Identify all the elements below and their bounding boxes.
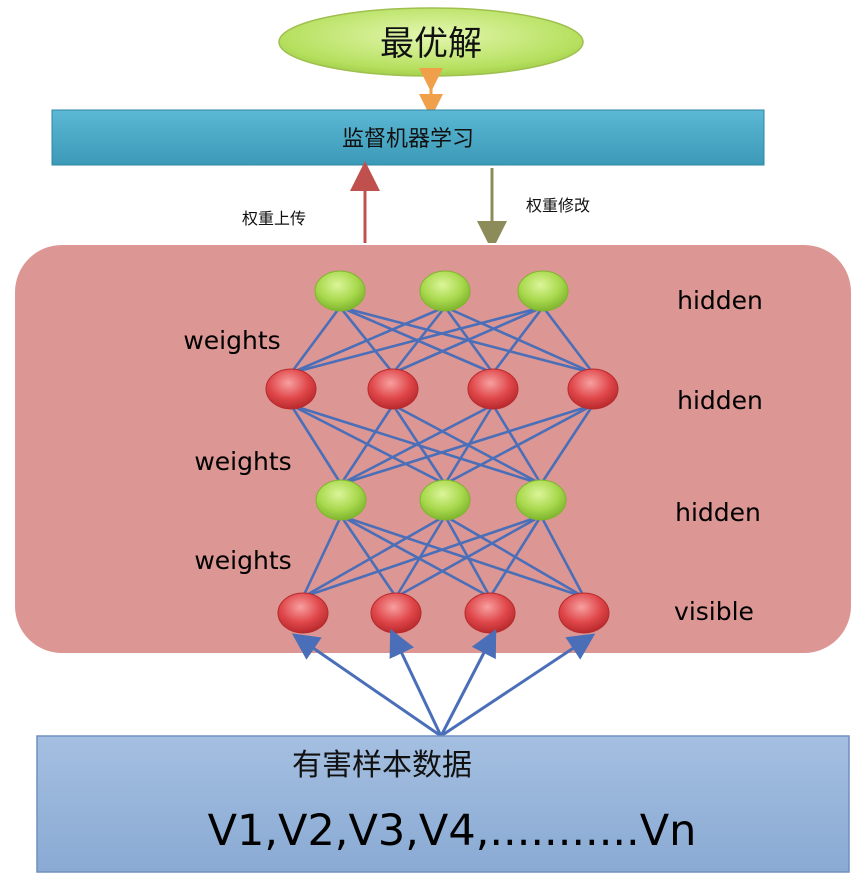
network-nodes [265, 270, 619, 634]
edge-hidden-middle-3-to-0 [340, 403, 594, 486]
node-hidden-top-2 [419, 270, 471, 312]
edge-hidden-lower-2-to-2 [488, 515, 543, 598]
sample-data-title: 有害样本数据 [292, 748, 472, 783]
weights-label-middle: weights [194, 447, 291, 476]
node-hidden-middle-2 [367, 368, 419, 410]
layer-label-hidden-top: hidden [677, 286, 763, 315]
node-visible-1 [277, 592, 329, 634]
edge-hidden-middle-2-to-0 [340, 403, 494, 486]
edge-hidden-lower-0-to-0 [301, 515, 343, 598]
upload-label: 权重上传 [242, 209, 306, 228]
edge-hidden-lower-2-to-1 [395, 514, 542, 599]
node-hidden-lower-1 [315, 479, 367, 521]
edge-hidden-lower-2-to-0 [302, 514, 542, 599]
node-hidden-lower-2 [419, 479, 471, 521]
edge-hidden-lower-2-to-3 [539, 515, 586, 598]
layer-label-visible: visible [674, 597, 754, 626]
edge-hidden-top-2-to-0 [290, 305, 544, 375]
input-arrow-4 [440, 633, 596, 738]
weights-label-bottom: weights [194, 546, 291, 575]
node-visible-3 [464, 592, 516, 634]
sample-vectors: V1,V2,V3,V4,...........Vn [208, 806, 697, 856]
edge-hidden-top-1-to-0 [290, 305, 446, 375]
node-visible-4 [558, 592, 610, 634]
edge-hidden-top-2-to-3 [541, 306, 595, 374]
input-arrows [291, 628, 596, 738]
edge-hidden-top-2-to-2 [491, 306, 545, 374]
edge-hidden-middle-3-to-1 [444, 403, 594, 486]
supervised-learning-label: 监督机器学习 [342, 127, 474, 152]
layer-label-hidden-lower: hidden [675, 498, 761, 527]
supervised-learning-box [51, 109, 765, 166]
node-hidden-top-1 [314, 270, 366, 312]
node-hidden-top-3 [517, 270, 569, 312]
node-hidden-middle-3 [467, 368, 519, 410]
edge-hidden-top-0-to-0 [289, 306, 342, 374]
optimum-label: 最优解 [380, 24, 482, 64]
edge-hidden-lower-1-to-0 [302, 514, 446, 599]
network-edges [289, 305, 595, 599]
layer-label-hidden-middle: hidden [677, 386, 763, 415]
edge-hidden-lower-0-to-3 [340, 514, 585, 599]
sample-data-box [36, 735, 850, 873]
node-visible-2 [370, 592, 422, 634]
node-hidden-middle-1 [265, 368, 317, 410]
edge-hidden-lower-0-to-1 [339, 515, 398, 598]
node-hidden-middle-4 [567, 368, 619, 410]
edge-hidden-middle-0-to-0 [289, 404, 343, 485]
input-arrow-3 [439, 629, 497, 737]
edge-hidden-middle-1-to-0 [339, 404, 395, 485]
weights-label-top: weights [183, 326, 280, 355]
node-hidden-lower-3 [515, 479, 567, 521]
edge-hidden-middle-3-to-2 [539, 404, 595, 485]
input-arrow-2 [389, 628, 443, 737]
modify-label: 权重修改 [526, 196, 590, 215]
input-arrow-1 [291, 633, 442, 738]
edge-hidden-lower-0-to-2 [340, 514, 491, 599]
edge-hidden-top-2-to-1 [392, 305, 544, 375]
